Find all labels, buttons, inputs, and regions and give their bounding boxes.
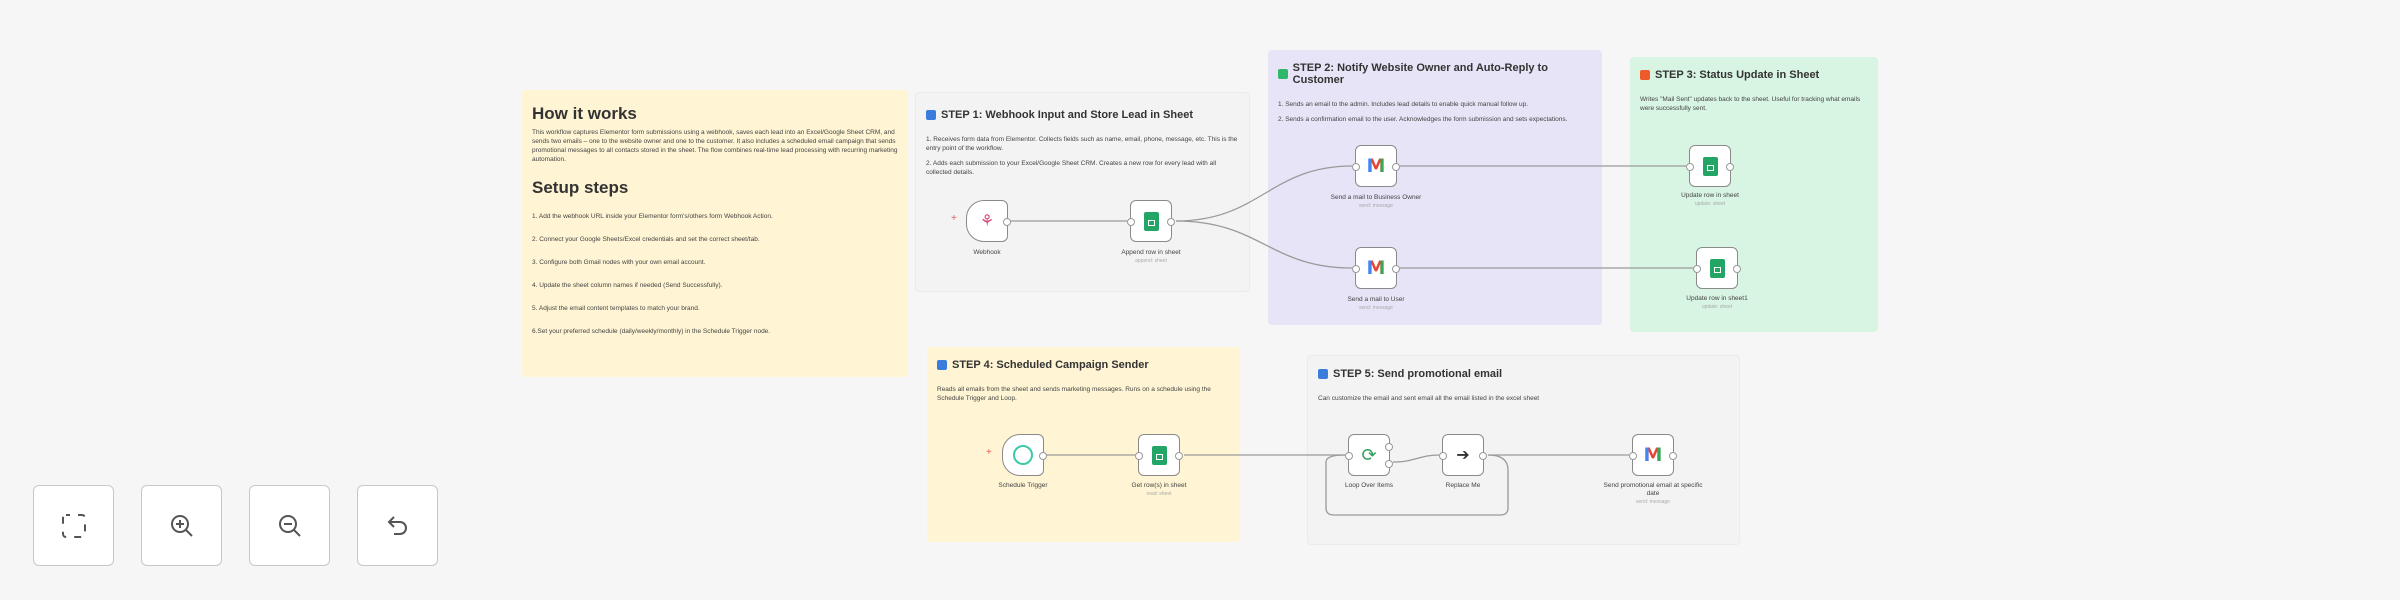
undo-button[interactable] (357, 485, 438, 566)
node-get-rows-label: Get row(s) in sheet read: sheet (1104, 482, 1214, 498)
label: Send a mail to User (1347, 296, 1405, 303)
label: Get row(s) in sheet (1131, 482, 1187, 489)
node-mail-owner-label: Send a mail to Business Owner send: messa… (1321, 194, 1431, 210)
green-square-icon (1278, 69, 1288, 79)
blue-square-icon (926, 110, 936, 120)
step3-title: STEP 3: Status Update in Sheet (1655, 69, 1820, 81)
subtitle: send: message (1636, 499, 1670, 505)
subtitle: read: sheet (1146, 491, 1172, 497)
label: Send a mail to Business Owner (1330, 194, 1422, 201)
how-it-works-note: How it works This workflow captures Elem… (522, 90, 908, 377)
google-sheets-icon (1143, 211, 1159, 231)
subtitle: append: sheet (1135, 258, 1167, 264)
zoom-out-button[interactable] (249, 485, 330, 566)
step4-note: STEP 4: Scheduled Campaign Sender Reads … (927, 347, 1240, 542)
step1-title: STEP 1: Webhook Input and Store Lead in … (941, 109, 1194, 121)
node-mail-user[interactable]: M (1352, 247, 1400, 289)
node-send-promo-label: Send promotional email at specific date s… (1598, 482, 1708, 506)
node-loop-over-items[interactable]: ⟳ (1345, 434, 1393, 476)
label: Append row in sheet (1121, 249, 1181, 256)
setup-title: Setup steps (532, 178, 629, 197)
step2-line: 1. Sends an email to the admin. Includes… (1278, 101, 1529, 108)
step2-title: STEP 2: Notify Website Owner and Auto-Re… (1292, 62, 1548, 86)
step2-note: STEP 2: Notify Website Owner and Auto-Re… (1268, 50, 1602, 325)
setup-step: 2. Connect your Google Sheets/Excel cred… (532, 236, 760, 243)
how-it-works-body: This workflow captures Elementor form su… (532, 129, 898, 163)
node-webhook-label: Webhook (973, 249, 1001, 256)
zoom-out-icon (278, 514, 301, 537)
step1-line: 2. Adds each submission to your Excel/Go… (926, 160, 1217, 176)
undo-icon (387, 515, 407, 535)
node-update-row[interactable] (1686, 145, 1734, 187)
subtitle: update: sheet (1694, 201, 1726, 207)
edge-loop-replace (1392, 454, 1440, 463)
node-append-row[interactable] (1127, 200, 1175, 242)
step5-line: Can customize the email and sent email a… (1318, 395, 1540, 402)
node-update-row1[interactable] (1693, 247, 1741, 289)
label: Send promotional email at specific date (1603, 482, 1703, 497)
orange-square-icon (1640, 70, 1650, 80)
node-send-promo[interactable]: M (1629, 434, 1677, 476)
add-trigger-icon[interactable]: + (986, 447, 992, 458)
setup-step: 1. Add the webhook URL inside your Eleme… (532, 213, 773, 220)
setup-step: 6.Set your preferred schedule (daily/wee… (532, 328, 771, 335)
node-mail-user-label: Send a mail to User send: message (1321, 296, 1431, 312)
node-replace-me[interactable]: ➔ (1439, 434, 1487, 476)
gmail-icon: M (1366, 155, 1386, 177)
how-it-works-title: How it works (532, 104, 637, 123)
fit-view-button[interactable] (33, 485, 114, 566)
clock-icon (1013, 445, 1033, 465)
edge-append-mail-owner (1175, 165, 1353, 222)
step4-title: STEP 4: Scheduled Campaign Sender (952, 359, 1149, 371)
gmail-icon: M (1643, 444, 1663, 466)
node-schedule-trigger[interactable] (1002, 434, 1047, 476)
zoom-in-button[interactable] (141, 485, 222, 566)
subtitle: update: sheet (1701, 304, 1733, 310)
step2-line: 2. Sends a confirmation email to the use… (1278, 116, 1568, 123)
step1-line: 1. Receives form data from Elementor. Co… (926, 136, 1238, 152)
node-update-row-label: Update row in sheet update: sheet (1655, 192, 1765, 208)
google-sheets-icon (1151, 445, 1167, 465)
label: Update row in sheet1 (1686, 295, 1748, 302)
gmail-icon: M (1366, 257, 1386, 279)
step3-line: Writes "Mail Sent" updates back to the s… (1640, 96, 1861, 112)
node-webhook[interactable]: ⚘ (966, 200, 1011, 242)
blue-square-icon (1318, 369, 1328, 379)
google-sheets-icon (1702, 156, 1718, 176)
step1-note: STEP 1: Webhook Input and Store Lead in … (915, 92, 1250, 292)
node-mail-owner[interactable]: M (1352, 145, 1400, 187)
webhook-icon: ⚘ (979, 213, 995, 230)
step5-title: STEP 5: Send promotional email (1333, 368, 1503, 380)
node-schedule-label: Schedule Trigger (998, 482, 1048, 489)
google-sheets-icon (1709, 258, 1725, 278)
edge-append-mail-user (1175, 220, 1353, 269)
add-trigger-icon[interactable]: + (951, 213, 957, 224)
node-loop-label: Loop Over Items (1344, 482, 1394, 489)
setup-step: 4. Update the sheet column names if need… (532, 282, 723, 289)
node-replace-label: Replace Me (1445, 482, 1481, 489)
step3-note: STEP 3: Status Update in Sheet Writes "M… (1630, 57, 1878, 332)
subtitle: send: message (1359, 203, 1393, 209)
node-update-row1-label: Update row in sheet1 update: sheet (1662, 295, 1772, 311)
arrow-right-icon: ➔ (1456, 447, 1470, 464)
step4-line: Reads all emails from the sheet and send… (937, 386, 1211, 402)
setup-step: 5. Adjust the email content templates to… (532, 305, 700, 312)
edge-replace-loop-back (1325, 454, 1509, 516)
node-get-rows[interactable] (1135, 434, 1183, 476)
fit-view-icon (61, 513, 86, 538)
blue-square-icon (937, 360, 947, 370)
loop-icon: ⟳ (1361, 444, 1377, 465)
label: Update row in sheet (1681, 192, 1739, 199)
setup-step: 3. Configure both Gmail nodes with your … (532, 259, 706, 266)
node-append-row-label: Append row in sheet append: sheet (1096, 249, 1206, 265)
subtitle: send: message (1359, 305, 1393, 311)
zoom-in-icon (170, 514, 193, 537)
